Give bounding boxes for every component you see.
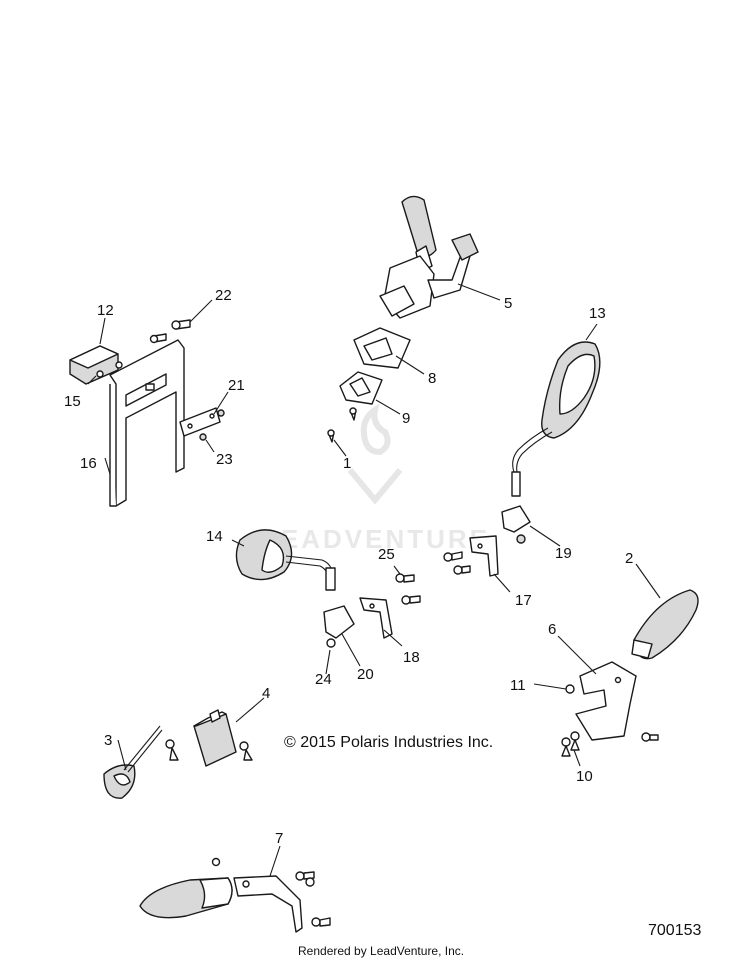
callout-6: 6 (548, 621, 556, 638)
mirror-nut-left (326, 638, 336, 648)
callout-2: 2 (625, 550, 633, 567)
bracket-nut (565, 684, 575, 694)
callout-13: 13 (589, 305, 606, 322)
horn (103, 725, 163, 799)
bracket-screw-lower-2 (570, 731, 580, 751)
bracket-screw-side (641, 732, 659, 742)
callout-20: 20 (357, 666, 374, 683)
switch-assembly (379, 195, 479, 319)
copyright-notice: © 2015 Polaris Industries Inc. (284, 734, 493, 751)
callout-21: 21 (228, 377, 245, 394)
callout-25: 25 (378, 546, 395, 563)
callout-12: 12 (97, 302, 114, 319)
rendered-by-footer: Rendered by LeadVenture, Inc. (298, 944, 464, 958)
callout-11: 11 (510, 677, 526, 694)
callout-4: 4 (262, 685, 270, 702)
mirror-bracket-left (359, 597, 393, 639)
callout-18: 18 (403, 649, 420, 666)
light-nut (96, 370, 104, 378)
callout-7: 7 (275, 830, 283, 847)
mirror-left (235, 529, 336, 591)
leadventure-watermark: LEADVENTURE (262, 403, 490, 554)
svg-text:LEADVENTURE: LEADVENTURE (262, 524, 490, 554)
rear-signal-screw-3 (311, 917, 331, 927)
rear-signal-screw-2 (305, 877, 315, 887)
bracket-bolt-left-2 (401, 595, 421, 605)
callout-24: 24 (315, 671, 332, 688)
flasher-bolt (239, 741, 253, 761)
bracket-screw (171, 319, 191, 330)
license-plate-bracket (109, 339, 185, 507)
callout-14: 14 (206, 528, 223, 545)
turn-signal-rear (139, 877, 233, 919)
callout-16: 16 (80, 455, 97, 472)
callout-3: 3 (104, 732, 112, 749)
callout-10: 10 (576, 768, 593, 785)
callout-19: 19 (555, 545, 572, 562)
mirror-bracket-right (469, 535, 499, 577)
bracket-bolt-right (443, 551, 463, 562)
rear-signal-bracket (233, 875, 303, 933)
callout-labels: 12 22 15 21 16 23 5 13 8 9 1 14 25 19 2 … (64, 287, 633, 847)
bracket-screw-lower (561, 737, 571, 757)
callout-23: 23 (216, 451, 233, 468)
mount-screw (349, 407, 357, 421)
signal-bracket (575, 661, 637, 741)
callout-15: 15 (64, 393, 81, 410)
callout-9: 9 (402, 410, 410, 427)
reflector-nut (199, 433, 207, 441)
turn-signal-front (631, 589, 699, 660)
callout-22: 22 (215, 287, 232, 304)
mount-screw-2 (327, 429, 335, 443)
leader-lines (87, 283, 661, 877)
license-light (69, 345, 119, 385)
switch-mount-plate (339, 371, 383, 405)
mirror-mount-right (501, 505, 531, 544)
switch-bracket (353, 327, 411, 369)
callout-1: 1 (343, 455, 351, 472)
bracket-bolt-right-2 (453, 565, 471, 575)
bracket-screw-2 (149, 333, 167, 344)
mirror-mount-left (323, 605, 355, 639)
callout-5: 5 (504, 295, 512, 312)
light-nut-2 (115, 361, 123, 369)
rear-signal-screw (295, 871, 315, 881)
bracket-bolt-left (395, 573, 415, 583)
callout-17: 17 (515, 592, 532, 609)
reflector-plate (179, 407, 221, 437)
mirror-right (511, 341, 601, 497)
figure-number: 700153 (648, 922, 701, 939)
reflector-nut-2 (217, 409, 225, 417)
flasher-relay (193, 709, 237, 767)
rear-signal-nut (211, 857, 221, 867)
callout-8: 8 (428, 370, 436, 387)
horn-bolt (165, 739, 179, 761)
